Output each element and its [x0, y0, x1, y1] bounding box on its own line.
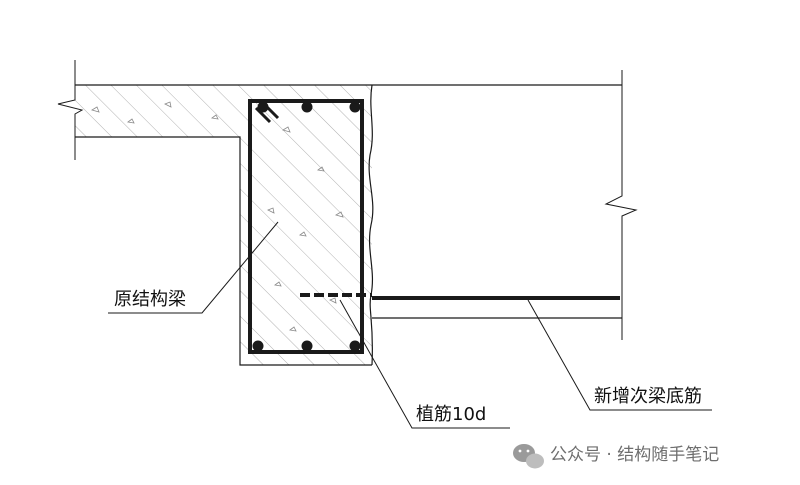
- top-bar-1: [257, 101, 269, 113]
- break-line-left: [57, 60, 84, 160]
- break-line-right: [604, 70, 638, 340]
- leader-new-bottom-bar: [527, 299, 712, 411]
- top-bar-3: [349, 101, 361, 113]
- leader-original-beam: [108, 221, 279, 314]
- label-new-bottom-bar: 新增次梁底筋: [594, 386, 702, 407]
- top-bar-2: [301, 101, 313, 113]
- bottom-bar-2: [301, 340, 313, 352]
- concrete-outline: [75, 84, 622, 366]
- bottom-bar-1: [252, 340, 264, 352]
- watermark-prefix: 公众号 ·: [550, 445, 617, 465]
- existing-slab: [75, 85, 240, 137]
- label-planted-bar: 植筋10d: [416, 404, 486, 425]
- longitudinal-bars: [252, 101, 361, 352]
- bottom-bar-3: [349, 340, 361, 352]
- leader-planted-bar: [339, 299, 510, 429]
- stirrup: [248, 99, 364, 354]
- label-original-beam: 原结构梁: [114, 289, 186, 310]
- svg-text:公众号 · 结构随手笔记: 公众号 · 结构随手笔记: [550, 445, 719, 465]
- existing-beam-concrete: [240, 85, 372, 365]
- watermark-name: 结构随手笔记: [617, 445, 719, 465]
- wechat-icon: [513, 444, 544, 469]
- aggregate-marks: [91, 101, 344, 332]
- watermark: 公众号 · 结构随手笔记: [513, 444, 719, 469]
- leader-lines: [108, 221, 712, 429]
